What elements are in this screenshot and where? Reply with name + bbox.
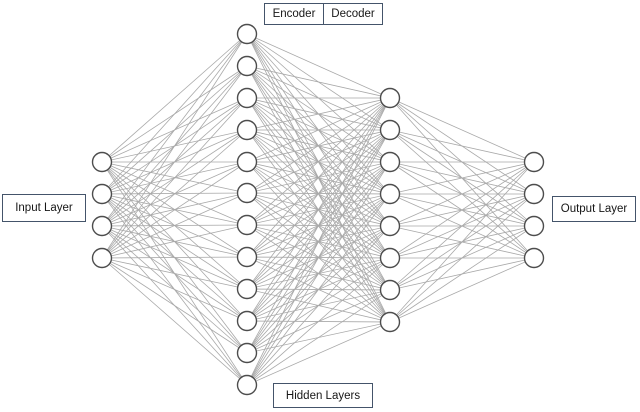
edges-group [101, 33, 535, 386]
edge [101, 33, 248, 195]
neuron-node [379, 311, 401, 333]
edge [246, 97, 391, 258]
edge [101, 33, 248, 259]
edge [101, 256, 248, 259]
neuron-node [379, 183, 401, 205]
hidden-layer-decoder-nodes [379, 87, 401, 333]
neuron-node [236, 310, 258, 332]
edge [246, 161, 391, 386]
neuron-node [379, 215, 401, 237]
edge [389, 257, 535, 323]
neuron-node [91, 215, 113, 237]
edge [389, 161, 535, 195]
neuron-node [379, 87, 401, 109]
neuron-node [236, 214, 258, 236]
edge [246, 321, 391, 386]
edge [101, 257, 248, 322]
edge [246, 129, 391, 386]
edge [389, 97, 535, 163]
edge [101, 33, 248, 163]
edge [389, 161, 535, 323]
neuron-node [523, 183, 545, 205]
neuron-node [236, 374, 258, 396]
neuron-node [91, 183, 113, 205]
output-layer-label: Output Layer [552, 196, 636, 222]
edge [246, 97, 391, 163]
neuron-node [379, 247, 401, 269]
edge [246, 193, 391, 386]
edge [389, 225, 535, 323]
output-layer-nodes [523, 151, 545, 269]
edge [246, 97, 391, 226]
edge [246, 97, 391, 290]
encoder-label: Encoder [272, 8, 316, 20]
neuron-node [236, 182, 258, 204]
edge [246, 257, 391, 386]
input-layer-nodes [91, 151, 113, 269]
neuron-node [379, 151, 401, 173]
edge [389, 161, 535, 227]
edge [389, 193, 535, 323]
neuron-node [236, 87, 258, 109]
edge [246, 65, 391, 99]
neuron-node [236, 23, 258, 45]
edge [246, 97, 391, 322]
edge [101, 161, 248, 259]
edge [246, 289, 391, 386]
neuron-node [236, 278, 258, 300]
neuron-node [236, 151, 258, 173]
edge [101, 257, 248, 354]
edge [246, 225, 391, 386]
neuron-node [379, 119, 401, 141]
edge [101, 257, 248, 386]
neuron-node [91, 247, 113, 269]
hidden-layer-encoder-nodes [236, 23, 258, 396]
edge [246, 97, 391, 131]
edge [101, 257, 248, 290]
edge [246, 97, 391, 386]
neuron-node [91, 151, 113, 173]
edge [101, 192, 248, 259]
hidden-layers-label: Hidden Layers [273, 383, 373, 408]
edge [101, 33, 248, 227]
edge [389, 161, 535, 291]
neuron-node [236, 55, 258, 77]
edge [246, 33, 391, 99]
edge [101, 224, 248, 259]
edge [101, 129, 248, 259]
edge [101, 192, 248, 227]
encoder-decoder-label-box: Encoder Decoder [264, 3, 383, 25]
decoder-label: Decoder [323, 4, 382, 24]
edge [389, 129, 535, 163]
input-layer-label: Input Layer [2, 194, 86, 222]
neuron-node [523, 215, 545, 237]
edge [101, 97, 248, 259]
neuron-node [236, 342, 258, 364]
edge [389, 161, 535, 259]
edge [246, 97, 391, 194]
neuron-node [236, 119, 258, 141]
neuron-node [379, 279, 401, 301]
neuron-node [523, 247, 545, 269]
edge [101, 65, 248, 259]
neuron-node [236, 246, 258, 268]
edge [246, 97, 391, 354]
neuron-node [523, 151, 545, 173]
